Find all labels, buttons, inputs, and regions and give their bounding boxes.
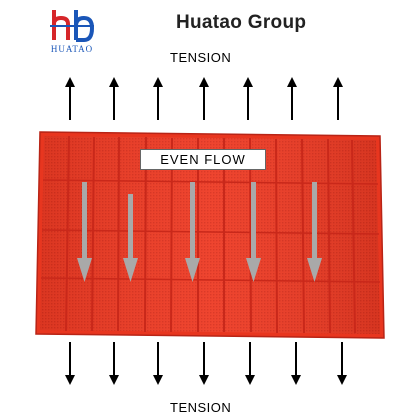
tension-arrows-bottom [65,342,347,385]
flow-arrow-icon [123,194,138,282]
even-flow-label: EVEN FLOW [140,149,266,170]
logo-mark-icon [50,10,95,42]
flow-arrow-icon [246,182,261,282]
huatao-logo: HUATAO [42,6,102,58]
flow-arrow-icon [77,182,92,282]
tension-label-top: TENSION [170,50,232,65]
tension-label-bottom: TENSION [170,400,232,415]
brand-title: Huatao Group [176,12,307,33]
flow-arrow-icon [307,182,322,282]
tension-arrows-top [65,77,343,120]
logo-text: HUATAO [50,44,94,54]
flow-arrow-icon [185,182,200,282]
